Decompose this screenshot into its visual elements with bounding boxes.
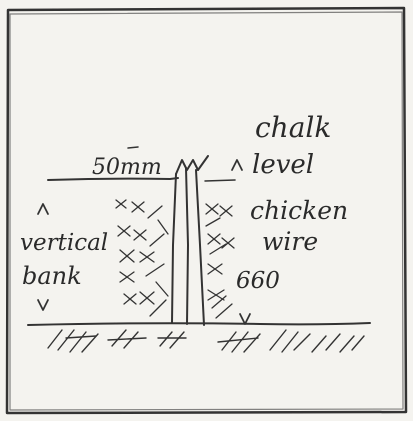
frame-border xyxy=(5,6,408,415)
chalk-label: chalk xyxy=(255,111,331,144)
chicken-label: chicken xyxy=(250,196,348,225)
vertical-label: vertical xyxy=(20,230,108,256)
ground-hatching xyxy=(47,329,365,353)
chalk-level-up-arrow xyxy=(231,159,243,171)
bank-label: bank xyxy=(22,262,82,290)
wire-label: wire xyxy=(262,227,318,256)
vertical-bank-up-arrow xyxy=(37,203,49,215)
vertical-bank-down-arrow xyxy=(37,299,49,311)
frame-border-inner xyxy=(9,11,404,411)
depth-label: 660 xyxy=(236,268,280,294)
fence-post xyxy=(171,155,209,326)
width-dimension-tick xyxy=(127,146,139,149)
depth-down-arrow xyxy=(239,313,251,325)
level-label: level xyxy=(252,150,314,180)
ground-line xyxy=(27,322,371,326)
chicken-wire-right xyxy=(205,203,235,319)
chalk-level-line xyxy=(47,177,179,181)
width-label: 50mm xyxy=(92,155,162,180)
chalk-level-line-right xyxy=(204,179,236,182)
chicken-wire-left xyxy=(115,199,169,317)
